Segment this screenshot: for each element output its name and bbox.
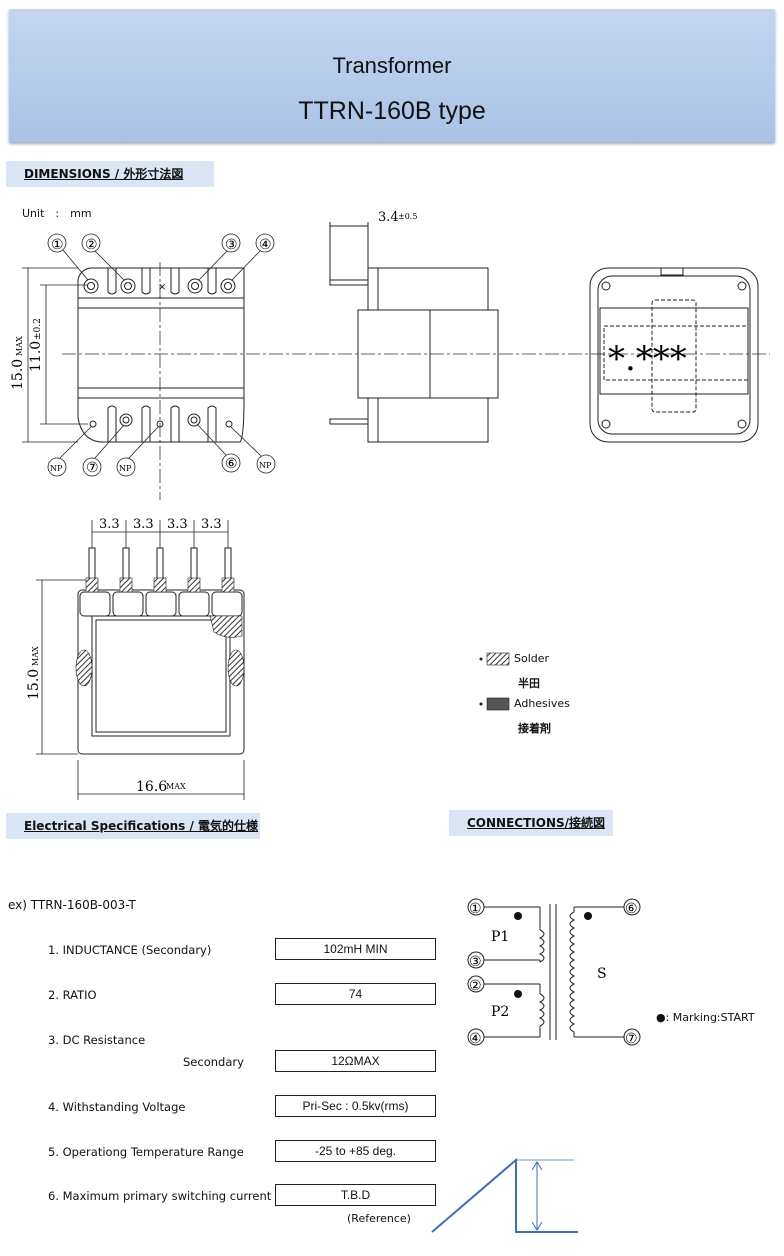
pitch-label-4: 3.3 (201, 517, 222, 532)
top-width-label: 3.4 (378, 210, 399, 225)
pin-2-label: ② (85, 237, 98, 253)
section-dimensions: DIMENSIONS / 外形寸法図 (6, 161, 214, 187)
pitch-label-1: 3.3 (99, 517, 120, 532)
pitch-label-3: 3.3 (167, 517, 188, 532)
pin-6-label: ⑥ (225, 456, 238, 472)
top-view (77, 267, 245, 443)
example-part-number: ex) TTRN-160B-003-T (8, 898, 136, 912)
end-view (589, 267, 759, 443)
pin-7-label: ⑦ (86, 460, 99, 476)
svg-text:MAX: MAX (15, 336, 24, 356)
pin-np-label-1: NP (50, 464, 63, 473)
width-suffix: MAX (166, 782, 186, 791)
spec-value-withstanding: Pri-Sec : 0.5kv(rms) (275, 1095, 436, 1117)
legend-bullet (479, 702, 483, 706)
legend-adhesive-en: Adhesives (514, 697, 570, 710)
unit-label: Unit : mm (22, 207, 92, 220)
inner-height-label: 11.0 ±0.2 (28, 318, 44, 372)
connection-diagram (467, 898, 641, 1046)
spec-label-dc-resistance: 3. DC Resistance (48, 1033, 146, 1047)
svg-text:15.0: 15.0 (26, 669, 42, 700)
conn-pin-1: ① (469, 901, 482, 917)
title-banner: Transformer TTRN-160B type (9, 9, 775, 142)
legend-adhesive-jp: 接着剤 (518, 722, 551, 735)
front-height-label: 15.0 MAX (26, 646, 42, 700)
pin-leaders (47, 233, 276, 477)
section-connections: CONNECTIONS/接続図 (449, 810, 613, 836)
conn-pin-7: ⑦ (625, 1031, 638, 1047)
legend-bullet (479, 657, 483, 661)
section-electrical: Electrical Specifications / 電気的仕様 (6, 813, 260, 839)
spec-label-inductance: 1. INDUCTANCE (Secondary) (48, 943, 212, 957)
winding-s: S (597, 966, 607, 982)
conn-pin-2: ② (469, 978, 482, 994)
top-width-tol: ±0.5 (398, 212, 417, 221)
pin-np-label-3: NP (259, 461, 272, 470)
winding-p1: P1 (491, 929, 509, 945)
front-dimension-lines (36, 520, 245, 800)
conn-pin-3: ③ (469, 954, 482, 970)
spec-value-switching-current: T.B.D (275, 1184, 436, 1206)
spec-value-ratio: 74 (275, 983, 436, 1005)
adhesive-marks (75, 615, 245, 687)
pitch-label-2: 3.3 (133, 517, 154, 532)
width-label: 16.6 (136, 779, 167, 795)
solder-swatch (486, 652, 510, 666)
pin-3-label: ③ (225, 237, 238, 253)
spec-value-temperature: -25 to +85 deg. (275, 1140, 436, 1162)
spec-label-withstanding: 4. Withstanding Voltage (48, 1100, 186, 1114)
reference-note: (Reference) (347, 1212, 411, 1225)
legend-solder-en: Solder (514, 652, 550, 665)
spec-label-ratio: 2. RATIO (48, 988, 97, 1002)
marking-start-note: ●: Marking:START (656, 1011, 755, 1024)
svg-text:11.0: 11.0 (28, 341, 44, 372)
solder-marks (85, 577, 235, 593)
switching-current-waveform (431, 1157, 578, 1233)
height-max-label: 15.0 MAX (10, 336, 26, 390)
winding-p2: P2 (491, 1004, 509, 1020)
spec-value-dc-resistance: 12ΩMAX (275, 1050, 436, 1072)
side-view (329, 222, 499, 443)
start-dot-p2 (514, 990, 522, 998)
conn-pin-6: ⑥ (625, 901, 638, 917)
spec-value-inductance: 102mH MIN (275, 938, 436, 960)
adhesive-swatch (486, 697, 510, 711)
center-mark: × (158, 282, 166, 293)
spec-label-temperature: 5. Operationg Temperature Range (48, 1145, 244, 1159)
pin-4-label: ④ (259, 237, 272, 253)
start-dot-s (584, 912, 592, 920)
start-dot-p1 (514, 912, 522, 920)
marking-code: *.*** (608, 339, 687, 379)
spec-sublabel-secondary: Secondary (183, 1055, 244, 1069)
legend-solder-jp: 半田 (518, 677, 540, 690)
model-name: TTRN-160B type (298, 97, 486, 125)
height-dimension-lines (22, 267, 88, 443)
svg-text:±0.2: ±0.2 (33, 318, 43, 340)
conn-pin-4: ④ (469, 1031, 482, 1047)
svg-text:15.0: 15.0 (10, 359, 26, 390)
svg-text:MAX: MAX (31, 646, 40, 666)
page-title: Transformer (332, 53, 452, 78)
pin-np-label-2: NP (119, 464, 132, 473)
spec-label-switching-current: 6. Maximum primary switching current (48, 1189, 272, 1203)
pin-1-label: ① (51, 237, 64, 253)
